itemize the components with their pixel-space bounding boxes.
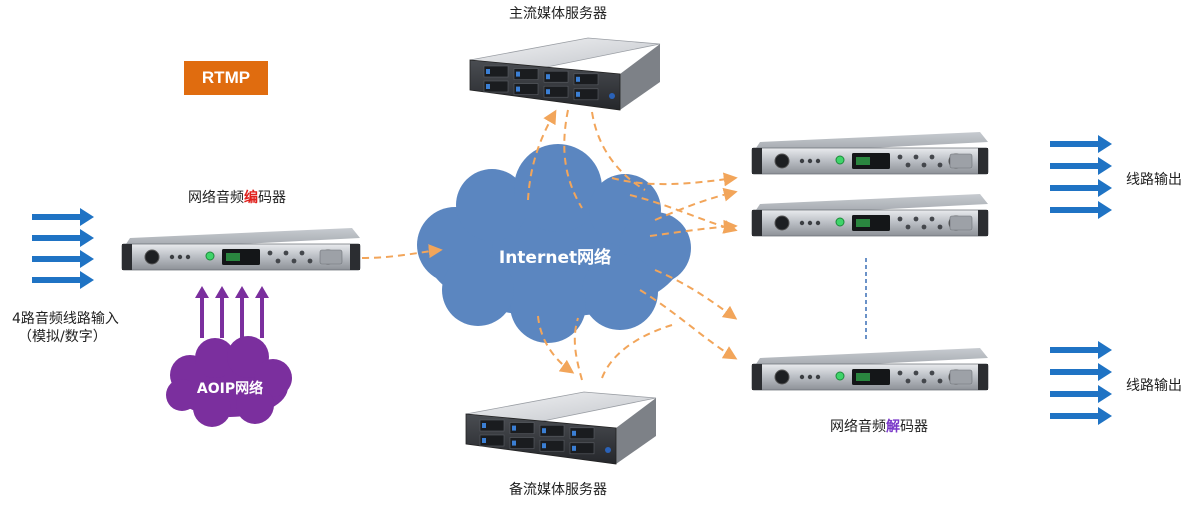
output-label-top: 线路输出 [1126, 172, 1182, 188]
flow-backup-server-to-cloud-1 [573, 317, 583, 381]
encoder-label-prefix: 网络音频 [188, 190, 244, 206]
input-label: 4路音频线路输入 （模拟/数字） [12, 311, 119, 346]
decoder-label-suffix: 码器 [900, 419, 928, 435]
arrow-right-icon [1050, 179, 1112, 197]
decoder-device-icon-1 [751, 132, 989, 175]
arrow-up-icon [255, 286, 269, 338]
flow-cloud-to-decoder-2b [654, 187, 738, 221]
flow-cloud-to-backup-server [537, 315, 575, 374]
input-arrows [32, 208, 94, 289]
flow-cloud-to-decoder-2 [649, 219, 738, 237]
backup-server-icon [465, 391, 657, 465]
output-arrows-top [1050, 135, 1112, 219]
arrow-up-icon [215, 286, 229, 338]
flow-backup-server-to-cloud-2 [601, 324, 673, 379]
flow-encoder-to-cloud [361, 244, 443, 259]
encoder-label-highlight: 编 [244, 190, 258, 206]
arrow-up-icon [195, 286, 209, 338]
decoder-label: 网络音频解码器 [830, 419, 928, 437]
encoder-device-icon [121, 228, 361, 271]
arrow-right-icon [1050, 135, 1112, 153]
aoip-arrows [195, 286, 269, 338]
aoip-cloud-label: AOIP网络 [196, 381, 264, 397]
stream-flow-lines [361, 109, 738, 381]
internet-cloud-label: Internet网络 [498, 248, 612, 268]
rtmp-badge: RTMP [184, 61, 268, 95]
flow-main-server-to-cloud-2 [591, 111, 646, 191]
arrow-right-icon [1050, 385, 1112, 403]
arrow-up-icon [235, 286, 249, 338]
input-label-line1: 4路音频线路输入 [12, 311, 119, 327]
output-arrows-bottom [1050, 341, 1112, 425]
arrow-right-icon [32, 208, 94, 226]
decoder-device-icon-2 [751, 194, 989, 237]
arrow-right-icon [32, 271, 94, 289]
encoder-label-suffix: 码器 [258, 190, 286, 206]
main-server-label: 主流媒体服务器 [509, 6, 607, 22]
arrow-right-icon [1050, 341, 1112, 359]
internet-cloud-icon [417, 144, 691, 343]
input-label-line2: （模拟/数字） [18, 328, 107, 345]
encoder-label: 网络音频编码器 [188, 190, 286, 208]
flow-cloud-to-decoder-3b [654, 269, 738, 320]
flow-cloud-to-main-server-1 [527, 109, 557, 201]
main-server-icon [469, 37, 661, 111]
decoder-device-icon-3 [751, 348, 989, 391]
arrow-right-icon [1050, 407, 1112, 425]
arrow-right-icon [1050, 201, 1112, 219]
flow-server-to-decoder-1 [611, 172, 738, 187]
decoder-label-highlight: 解 [886, 419, 900, 435]
flow-cloud-to-decoder-3 [639, 289, 738, 360]
arrow-right-icon [32, 229, 94, 247]
backup-server-label: 备流媒体服务器 [509, 482, 607, 498]
arrow-right-icon [1050, 157, 1112, 175]
arrow-right-icon [1050, 363, 1112, 381]
aoip-cloud-icon [166, 336, 292, 427]
flow-main-server-to-cloud-1 [563, 109, 583, 209]
decoder-label-prefix: 网络音频 [830, 419, 886, 435]
arrow-right-icon [32, 250, 94, 268]
output-label-bottom: 线路输出 [1126, 378, 1182, 394]
